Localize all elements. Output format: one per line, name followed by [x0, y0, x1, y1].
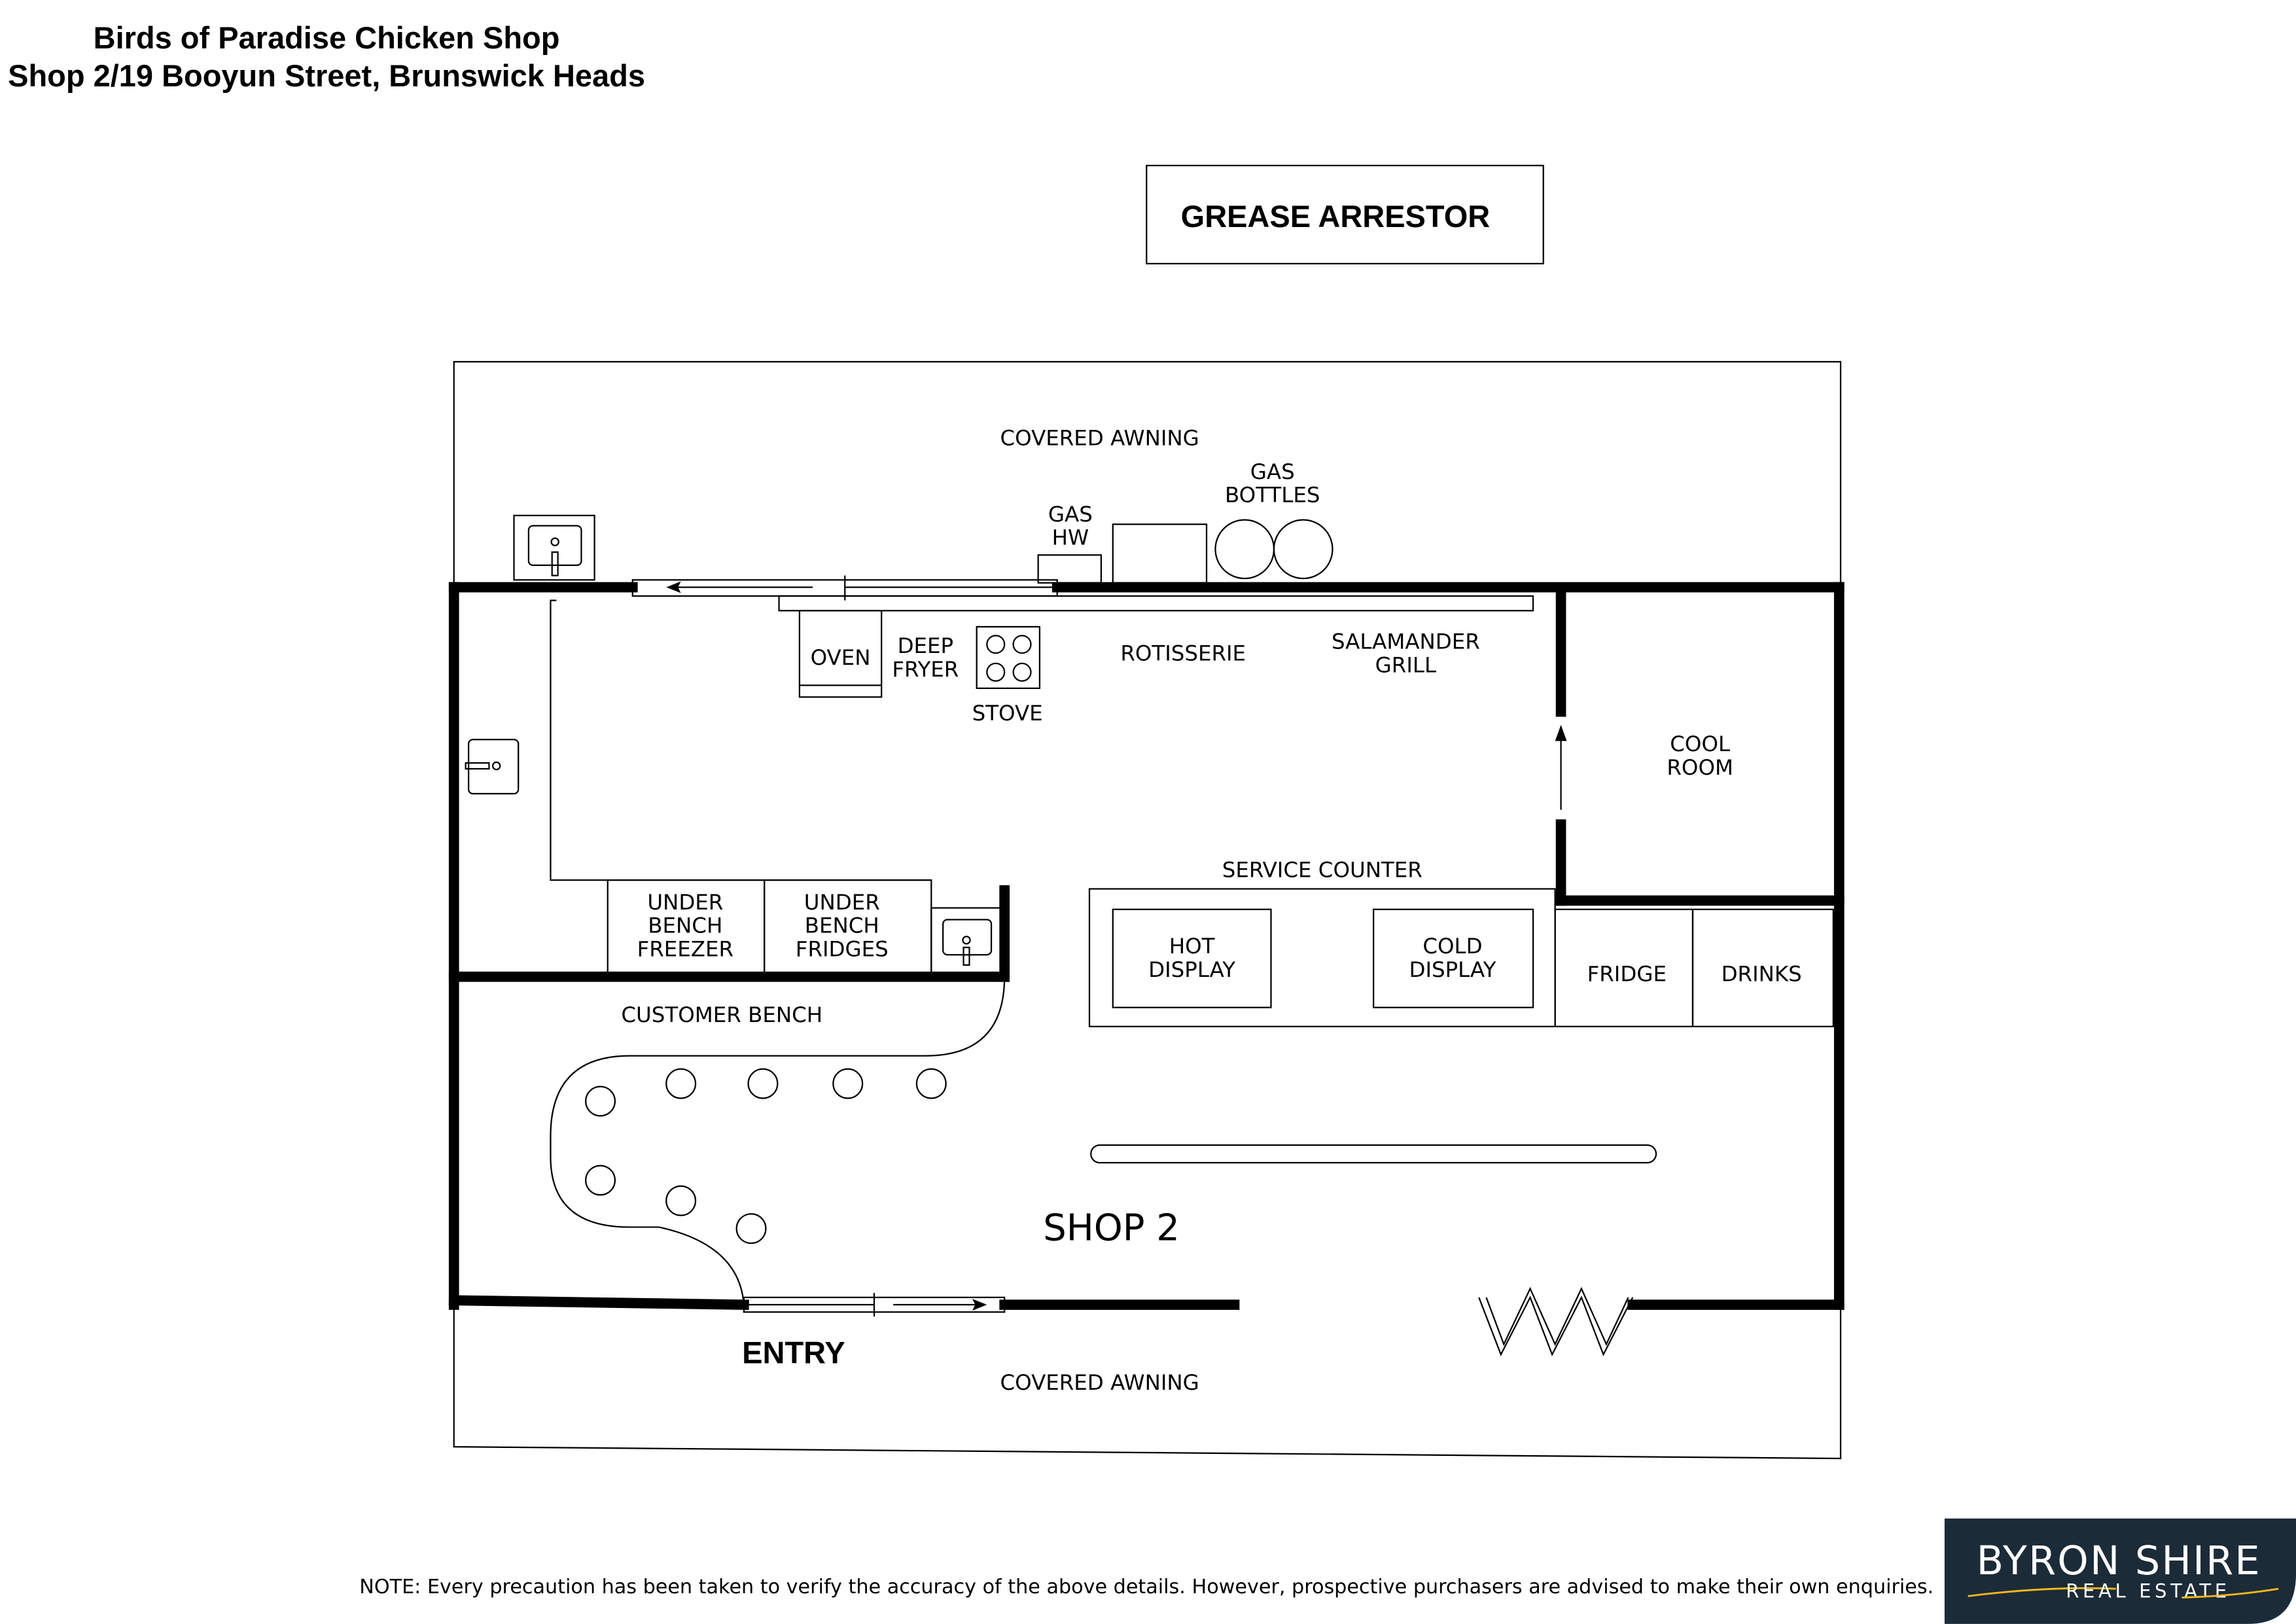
bifold-door[interactable]	[1478, 1286, 1634, 1356]
gas-bottles-label: GAS	[1250, 459, 1295, 484]
logo-name: BYRON SHIRE	[1977, 1538, 2261, 1584]
salamander-grill-label: GRILL	[1375, 652, 1436, 677]
gas-bottle-icon	[1214, 519, 1275, 580]
deep-fryer-label: DEEP	[898, 633, 954, 658]
sink-icon	[465, 739, 520, 795]
stove-icon	[976, 626, 1041, 690]
salamander-grill-label: SALAMANDER	[1332, 629, 1480, 654]
under-bench-freezer-label: BENCH	[648, 913, 722, 938]
stool-icon	[585, 1086, 616, 1117]
covered-awning-top-label: COVERED AWNING	[1000, 425, 1199, 450]
stool-icon	[665, 1068, 697, 1099]
entry-sliding-door[interactable]	[743, 1293, 1006, 1316]
rotisserie-label: ROTISSERIE	[1120, 641, 1246, 665]
gas-bottle-icon	[1273, 519, 1333, 580]
under-bench-freezer: UNDER BENCH FREEZER	[607, 879, 766, 978]
oven: OVEN	[798, 610, 883, 698]
gas-cabinet	[1112, 523, 1208, 584]
prep-bench	[550, 599, 932, 881]
grease-arrestor-label: GREASE ARRESTOR	[1181, 199, 1491, 234]
sink-icon	[513, 514, 595, 581]
byron-shire-logo: BYRON SHIRE REAL ESTATE	[1944, 1518, 2296, 1624]
shop-title: Birds of Paradise Chicken Shop	[94, 20, 560, 55]
gas-hw-label: HW	[1052, 525, 1089, 550]
stool-icon	[585, 1165, 616, 1196]
under-bench-fridges-label: BENCH	[805, 913, 879, 938]
service-counter: SERVICE COUNTER HOT DISPLAY COLD DISPLAY	[1088, 858, 1556, 1027]
stools	[585, 1068, 947, 1244]
fridge-label: FRIDGE	[1587, 961, 1667, 986]
deep-fryer-label: FRYER	[892, 657, 959, 682]
drinks-unit: DRINKS	[1691, 908, 1834, 1027]
fridge-unit: FRIDGE	[1554, 908, 1694, 1027]
stove-label: STOVE	[972, 701, 1043, 726]
under-bench-fridges-label: UNDER	[804, 890, 880, 915]
under-bench-freezer-label: UNDER	[647, 890, 723, 915]
stool-icon	[747, 1068, 779, 1099]
under-bench-fridges: UNDER BENCH FRIDGES	[764, 879, 932, 978]
shop-address: Shop 2/19 Booyun Street, Brunswick Heads	[8, 58, 645, 93]
shop-label: SHOP 2	[1043, 1207, 1180, 1250]
service-counter-label: SERVICE COUNTER	[1222, 858, 1422, 883]
grease-arrestor: GREASE ARRESTOR	[1146, 164, 1544, 265]
hot-display-label: DISPLAY	[1148, 957, 1235, 982]
cold-display-label: DISPLAY	[1409, 957, 1496, 982]
sink-icon	[930, 907, 1006, 978]
gas-bottles-label: BOTTLES	[1225, 483, 1320, 508]
display-shelf	[1090, 1144, 1657, 1164]
disclaimer-note: NOTE: Every precaution has been taken to…	[359, 1576, 1934, 1598]
oven-label: OVEN	[811, 645, 871, 670]
cold-display-label: COLD	[1422, 934, 1482, 959]
stool-icon	[832, 1068, 864, 1099]
entry-label: ENTRY	[742, 1335, 845, 1370]
stool-icon	[665, 1185, 697, 1216]
drinks-label: DRINKS	[1722, 961, 1802, 986]
cool-room-label: ROOM	[1667, 755, 1733, 780]
under-bench-fridges-label: FRIDGES	[796, 936, 889, 961]
gas-hw-unit	[1037, 554, 1103, 584]
cool-room-label: COOL	[1670, 732, 1730, 756]
under-bench-freezer-label: FREEZER	[637, 936, 733, 961]
cool-room-door-arrow-icon	[1555, 724, 1567, 810]
kitchen-bench	[778, 595, 1534, 612]
customer-bench	[550, 976, 1006, 1305]
covered-awning-bottom-label: COVERED AWNING	[1000, 1370, 1199, 1395]
stool-icon	[915, 1068, 947, 1099]
logo-tagline: REAL ESTATE	[2066, 1580, 2231, 1602]
gas-hw-label: GAS	[1048, 502, 1093, 527]
stool-icon	[735, 1213, 767, 1244]
customer-bench-label: CUSTOMER BENCH	[621, 1002, 822, 1027]
hot-display-label: HOT	[1169, 934, 1215, 959]
